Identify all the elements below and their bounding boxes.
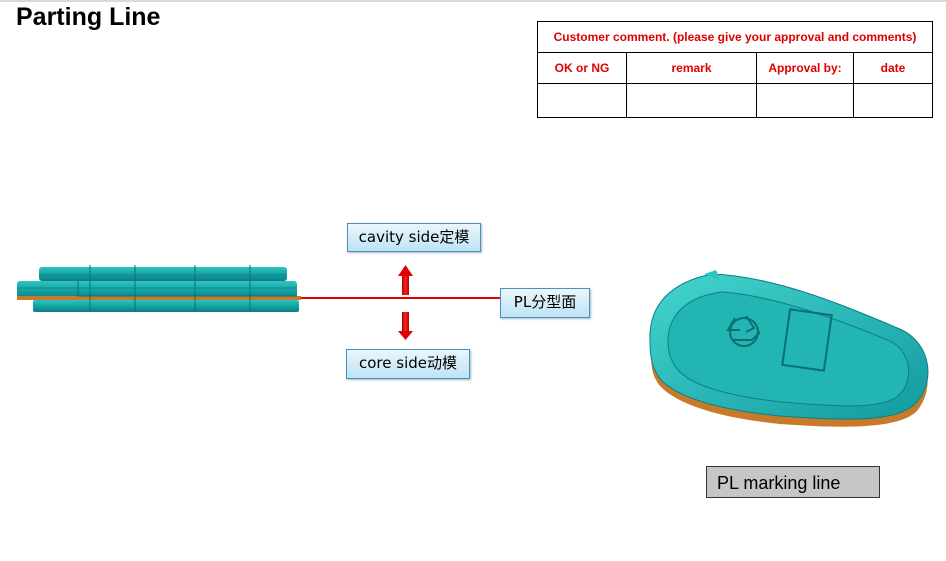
core-side-label: core side动模 bbox=[346, 349, 470, 379]
approval-by-cell[interactable] bbox=[756, 83, 854, 118]
recycle-icon bbox=[726, 315, 761, 347]
cavity-side-label: cavity side定模 bbox=[347, 223, 481, 252]
page-title: Parting Line bbox=[16, 3, 161, 31]
arrow-up-icon bbox=[398, 265, 413, 295]
column-approval-by: Approval by: bbox=[756, 52, 854, 84]
part-side-view bbox=[17, 265, 301, 312]
column-date: date bbox=[853, 52, 933, 84]
date-cell[interactable] bbox=[853, 83, 933, 118]
top-rule bbox=[0, 0, 946, 2]
customer-comment-table: Customer comment. (please give your appr… bbox=[537, 21, 933, 118]
ok-or-ng-cell[interactable] bbox=[537, 83, 627, 118]
pl-label: PL分型面 bbox=[500, 288, 590, 318]
remark-cell[interactable] bbox=[626, 83, 757, 118]
part-iso-view bbox=[649, 270, 929, 427]
pl-marking-line-label: PL marking line bbox=[706, 466, 880, 498]
customer-comment-header: Customer comment. (please give your appr… bbox=[537, 21, 933, 53]
arrow-down-icon bbox=[398, 312, 413, 340]
